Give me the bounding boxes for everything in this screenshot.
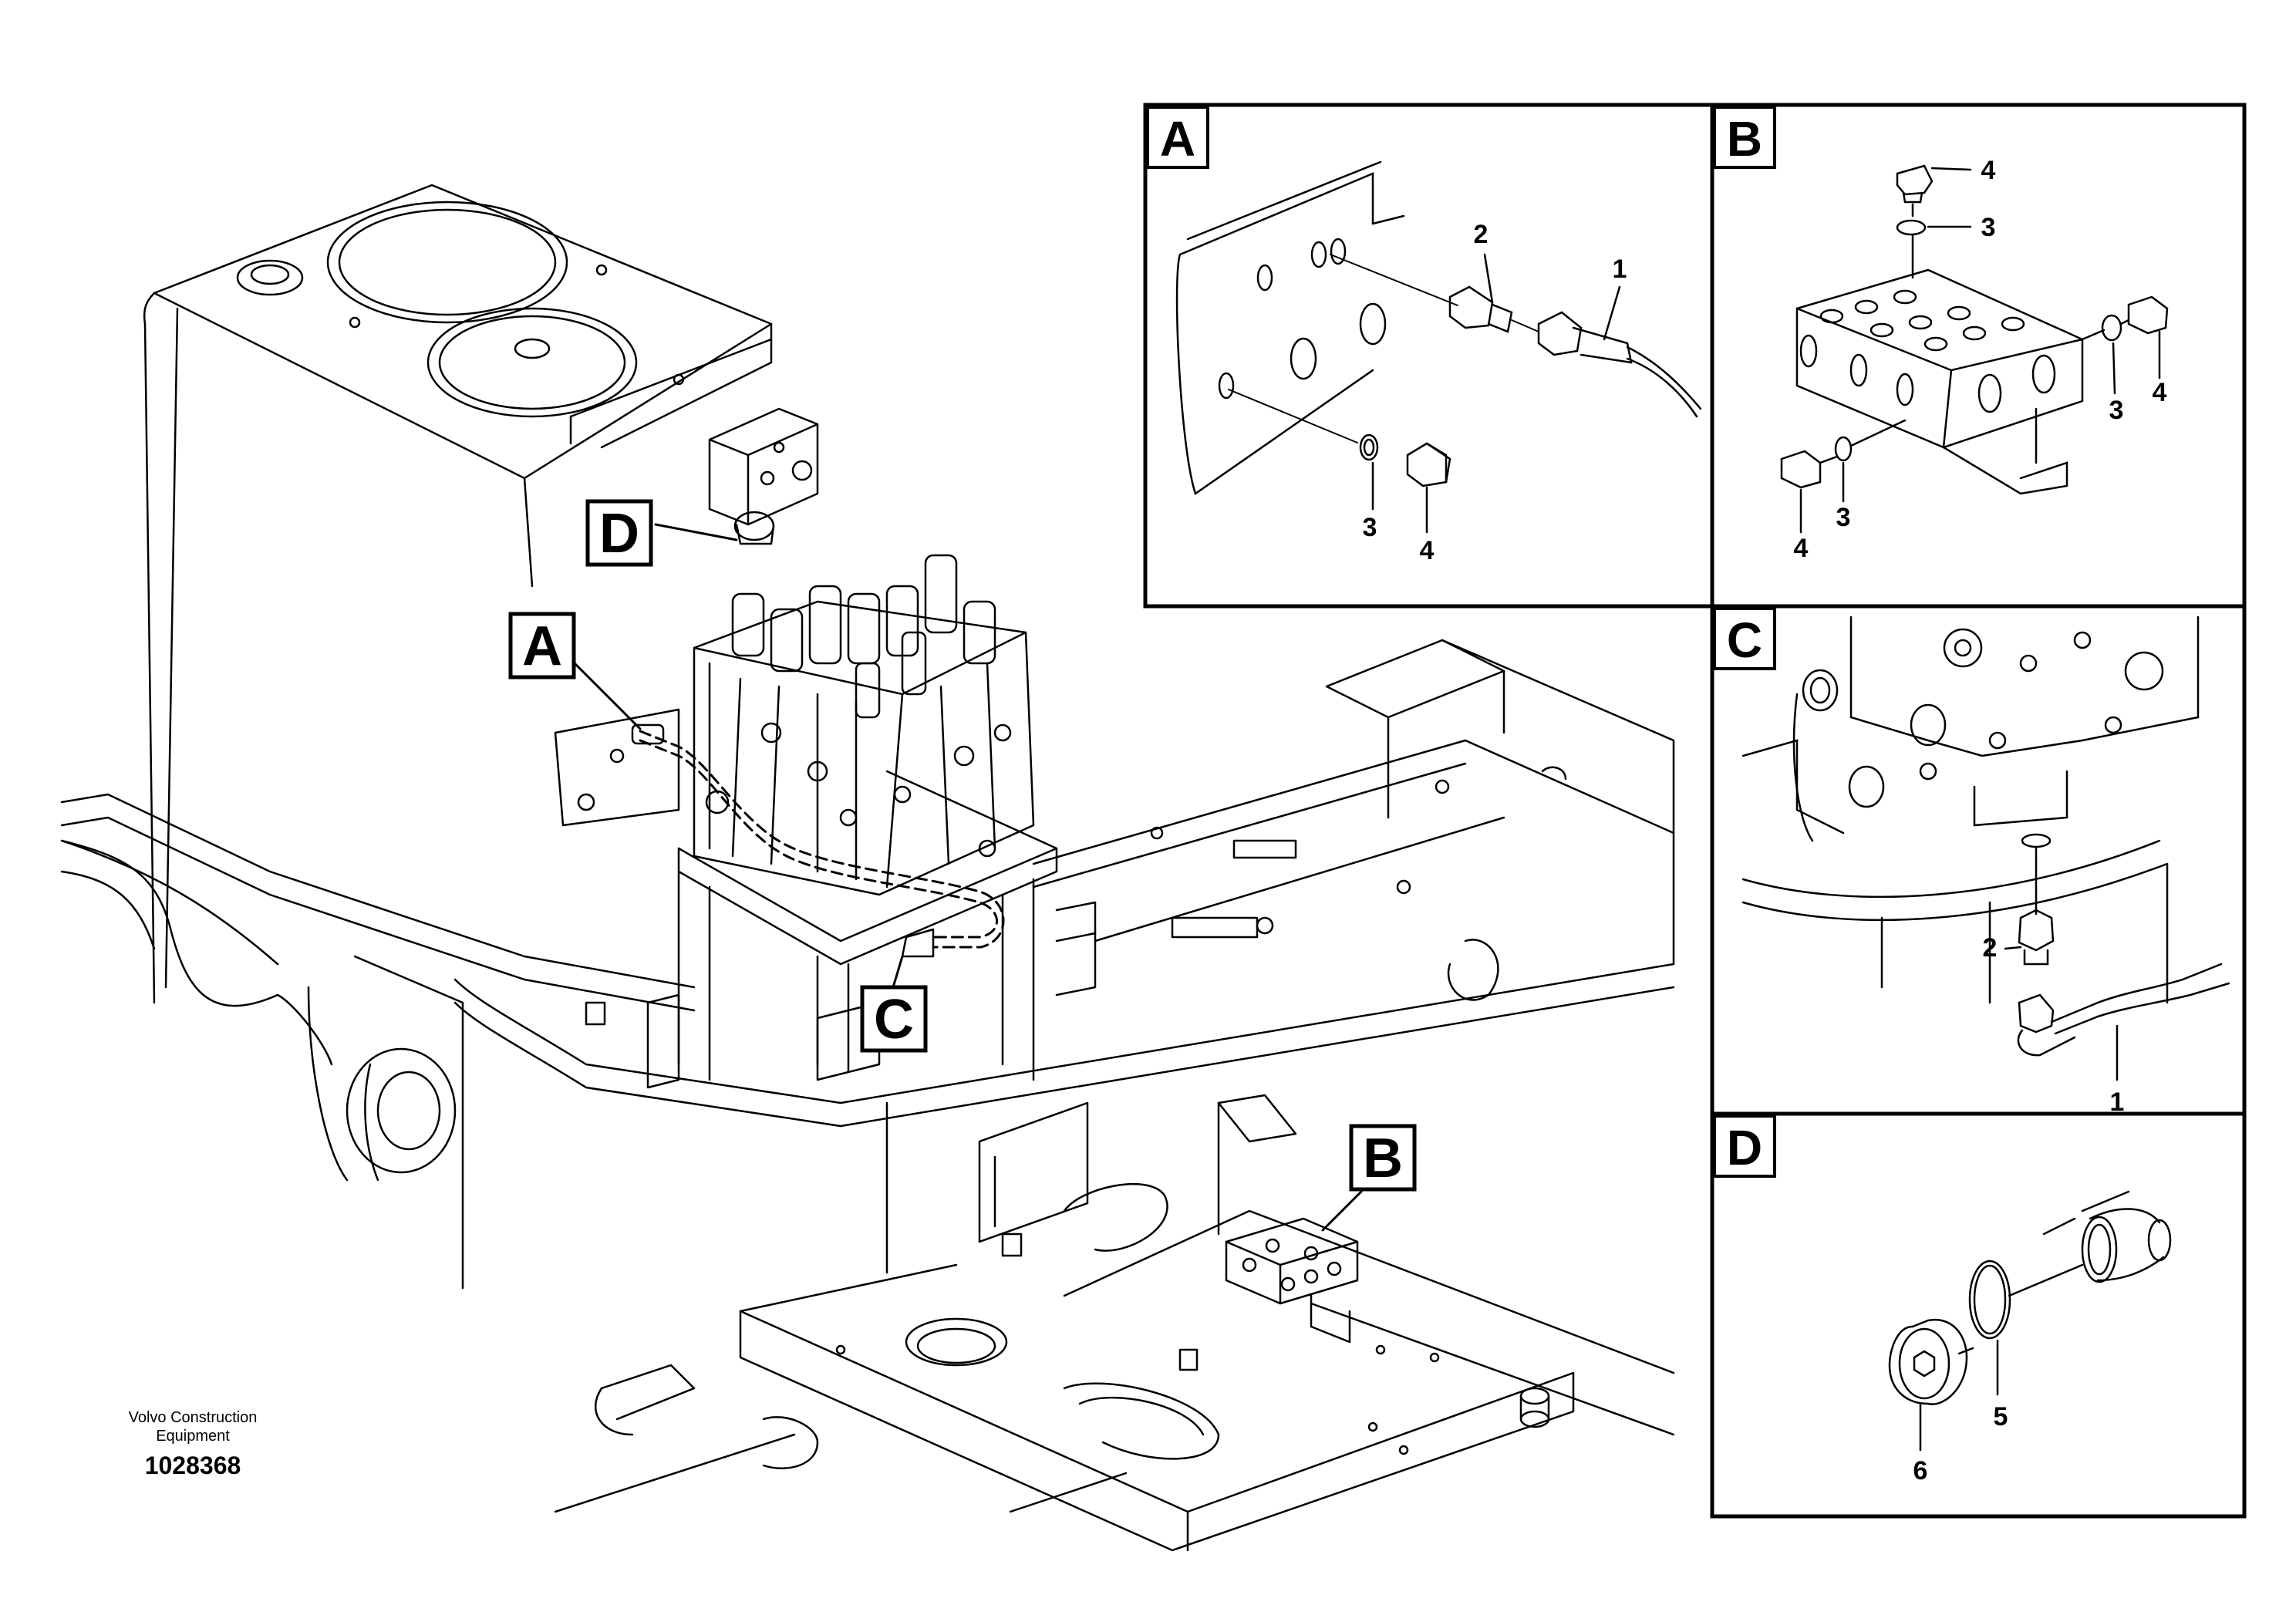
svg-text:1: 1 — [2110, 1088, 2125, 1117]
valve-bracket — [554, 708, 1058, 1089]
svg-text:3: 3 — [1836, 503, 1851, 532]
solenoid-block — [708, 407, 819, 545]
svg-text:5: 5 — [1994, 1402, 2008, 1431]
svg-text:B: B — [1363, 1128, 1403, 1189]
svg-text:3: 3 — [2109, 396, 2124, 425]
panel-letter: B — [1727, 111, 1762, 167]
panel-letter: D — [1727, 1120, 1762, 1175]
svg-text:4: 4 — [1981, 156, 1996, 185]
lower-frame — [554, 939, 1675, 1552]
svg-text:3: 3 — [1981, 213, 1996, 242]
callout-A: A — [508, 612, 576, 679]
callout-D: D — [585, 499, 653, 567]
svg-text:1: 1 — [1613, 255, 1627, 284]
svg-text:6: 6 — [1913, 1456, 1928, 1485]
detail-panel-d: D 5 6 — [1710, 1111, 2247, 1519]
counterweight-left — [60, 839, 457, 1174]
svg-text:2: 2 — [1474, 220, 1489, 249]
caption-line-2: Equipment — [156, 1428, 230, 1445]
upper-frame — [60, 639, 1675, 1290]
svg-text:3: 3 — [1363, 513, 1377, 542]
caption-line-1: Volvo Construction — [128, 1409, 258, 1426]
svg-text:4: 4 — [2153, 378, 2167, 407]
detail-panel-a: A — [1143, 103, 1714, 609]
svg-text:D: D — [599, 503, 639, 565]
hydraulic-tank — [143, 184, 773, 1004]
callout-B: B — [1349, 1124, 1417, 1192]
svg-text:A: A — [522, 615, 562, 677]
callout-leaders — [573, 523, 1363, 1232]
svg-text:2: 2 — [1983, 933, 1998, 963]
panel-letter: A — [1160, 111, 1195, 167]
detail-panel-c: C — [1710, 604, 2247, 1117]
manufacturer-caption: Volvo Construction Equipment — [108, 1408, 278, 1445]
control-valve — [693, 554, 1035, 896]
svg-text:4: 4 — [1420, 536, 1435, 565]
callout-C: C — [860, 985, 928, 1053]
detail-panel-b: B — [1710, 103, 2247, 609]
manifold-block-small — [1225, 1217, 1359, 1344]
drawing-number: 1028368 — [144, 1452, 241, 1479]
svg-text:C: C — [874, 989, 914, 1050]
main-machine-drawing — [60, 184, 1675, 1552]
svg-text:4: 4 — [1794, 534, 1809, 563]
panel-letter: C — [1727, 612, 1762, 668]
